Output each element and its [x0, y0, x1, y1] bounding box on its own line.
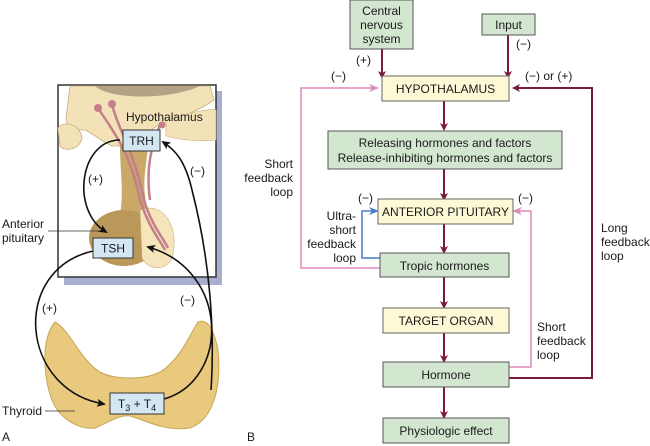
sign-long: (−) or (+) — [525, 69, 572, 83]
arrow-t3t4-to-tsh — [146, 245, 213, 400]
thyroid-label: Thyroid — [2, 404, 42, 418]
panel-a-letter: A — [2, 430, 10, 444]
sign-plus-lower: (+) — [42, 301, 57, 315]
arrow-trh-to-tsh — [83, 139, 121, 234]
sign-cns: (+) — [356, 53, 371, 67]
sign-minus-lower: (−) — [180, 293, 195, 307]
short-feedback-loop-right-line — [509, 207, 532, 368]
anterior-pituitary-box — [377, 198, 514, 225]
ultra-short-feedback-loop-line — [361, 207, 380, 259]
brain-tissue-right — [165, 109, 217, 142]
target-organ-label: TARGET ORGAN — [399, 314, 494, 328]
releasing-hormones-box — [327, 130, 563, 170]
hormone-box — [382, 361, 510, 388]
sign-short-left: (−) — [331, 69, 346, 83]
tsh-label: TSH — [101, 242, 125, 256]
sign-plus-upper: (+) — [88, 172, 103, 186]
arrow-t3t4-to-trh — [161, 140, 214, 391]
anterior-pituitary-box-label: ANTERIOR PITUITARY — [382, 205, 509, 219]
thyroid-gland — [44, 320, 220, 430]
sign-ultra-short: (−) — [358, 191, 373, 205]
short-feedback-loop-left-line — [300, 84, 380, 269]
sign-input: (−) — [516, 37, 531, 51]
input-box — [481, 13, 536, 36]
sign-short-right: (−) — [518, 191, 533, 205]
physiologic-effect-label: Physiologic effect — [399, 424, 493, 438]
t3-t4-box — [109, 392, 165, 415]
input-label: Input — [495, 18, 522, 32]
tropic-hormones-box — [379, 252, 510, 278]
target-organ-box — [382, 307, 510, 334]
t3-t4-label: T3 + T4 — [118, 397, 156, 413]
trh-label: TRH — [129, 134, 154, 148]
tropic-hormones-label: Tropic hormones — [400, 259, 490, 273]
hypothalamus-label: Hypothalamus — [126, 110, 203, 124]
ventricle — [95, 86, 200, 97]
sign-minus-upper: (−) — [190, 164, 205, 178]
tsh-box — [92, 237, 134, 259]
optic-chiasm — [57, 123, 83, 150]
panel-b-letter: B — [247, 430, 255, 444]
panel-a: TRH TSH T3 + T4 Hypothalamus (+) (−) (+)… — [2, 84, 222, 444]
cns-box — [349, 0, 414, 50]
hormone-label: Hormone — [421, 368, 471, 382]
hypothalamus-box-label: HYPOTHALAMUS — [396, 82, 495, 96]
hypothalamus-box — [381, 75, 510, 102]
trh-box — [122, 129, 161, 152]
physiologic-effect-box — [382, 417, 510, 444]
arrow-tsh-to-thyroid — [34, 250, 106, 407]
long-feedback-loop-line — [509, 84, 593, 379]
